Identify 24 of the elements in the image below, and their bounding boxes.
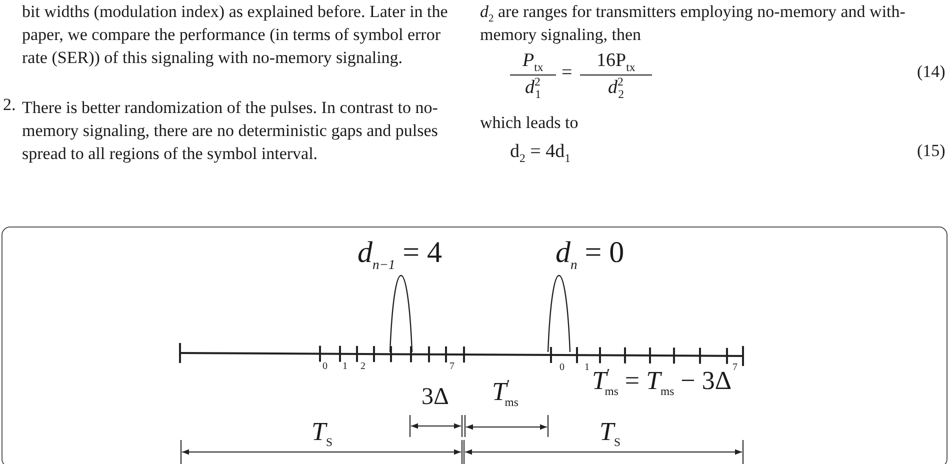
equation-number: (14) xyxy=(917,63,946,82)
pulse-value-label: d$_{n−1}$ = 4 xyxy=(358,236,442,269)
slot-index: 2 xyxy=(360,361,366,372)
text-line: which leads to xyxy=(480,114,578,133)
slot-index: 1 xyxy=(584,362,590,373)
slot-index: 0 xyxy=(322,361,328,372)
equation-term: 16P$_{tx}$ xyxy=(596,51,636,72)
dimension-label: 3Δ xyxy=(422,384,449,410)
slot-index: 0 xyxy=(560,362,564,373)
paragraph: bit widths (modulation index) as explained before. Later in the paper, we compare the performance (in terms of symbol error rate (SER)) of this signaling with no-memory signaling. xyxy=(22,1,449,69)
paragraph: There is better randomization of the pulses. In contrast to no-memory signaling, there are no deterministic gaps and pulses spread to all regions of the symbol interval. xyxy=(22,97,439,165)
dimension-label: T$_{S}$ xyxy=(600,418,620,447)
slot-index: 7 xyxy=(732,362,738,373)
slot-index: 7 xyxy=(450,361,454,372)
equation-term: P$_{tx}$ xyxy=(522,51,544,72)
list-number: 2. xyxy=(3,96,16,115)
slot-index: 1 xyxy=(342,361,348,372)
equation: d$_{2}$ = 4d$_{1}$ xyxy=(510,142,570,163)
equation-sign: = xyxy=(562,63,572,84)
dimension-label: T$_{S}$ xyxy=(312,418,332,447)
pulse-value-label: d$_{n}$ = 0 xyxy=(556,236,624,269)
paragraph: d$_{2}$ are ranges for transmitters employing no-memory and with-memory signaling, then xyxy=(480,1,906,46)
equation-number: (15) xyxy=(917,142,946,161)
formula-label: T$^{′}$$_{ms}$ = T$_{ms}$ − 3Δ xyxy=(592,367,732,396)
